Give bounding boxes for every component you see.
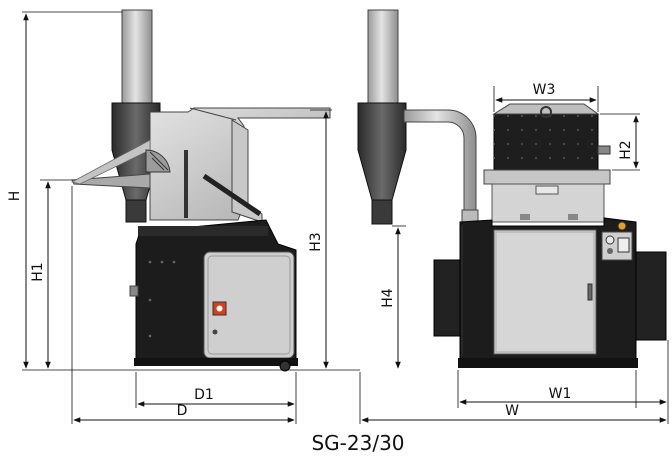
- side-exhaust-pipe: [121, 9, 153, 106]
- control-indicator: [617, 221, 627, 231]
- front-exhaust-pipe: [367, 9, 399, 105]
- side-cyclone-outlet: [125, 199, 147, 223]
- door-handle: [587, 283, 593, 301]
- label-H: H: [7, 191, 23, 202]
- front-dimensions: [359, 86, 669, 424]
- label-H4: H4: [380, 288, 396, 308]
- side-feed-hood: [231, 119, 263, 223]
- side-flap-arm: [202, 173, 262, 217]
- front-cyclone-outlet: [371, 199, 393, 225]
- label-W1: W1: [549, 386, 572, 402]
- model-caption: SG-23/30: [311, 431, 404, 455]
- lifting-eye: [540, 106, 552, 118]
- front-access-door: [493, 229, 597, 355]
- label-H1: H1: [30, 262, 46, 281]
- label-W3: W3: [533, 82, 556, 98]
- front-view: [357, 9, 667, 368]
- label-W: W: [505, 403, 519, 419]
- label-H2: H2: [618, 140, 634, 159]
- front-conveying-pipe: [403, 109, 477, 215]
- front-motor-left: [433, 259, 461, 337]
- front-motor-right: [635, 251, 667, 341]
- side-dimensions: [22, 11, 360, 424]
- label-D1: D1: [194, 387, 214, 403]
- side-caster-wheel: [279, 360, 291, 372]
- label-H3: H3: [308, 232, 324, 251]
- label-D: D: [177, 403, 188, 419]
- side-view: [70, 9, 331, 372]
- front-cyclone: [357, 102, 407, 201]
